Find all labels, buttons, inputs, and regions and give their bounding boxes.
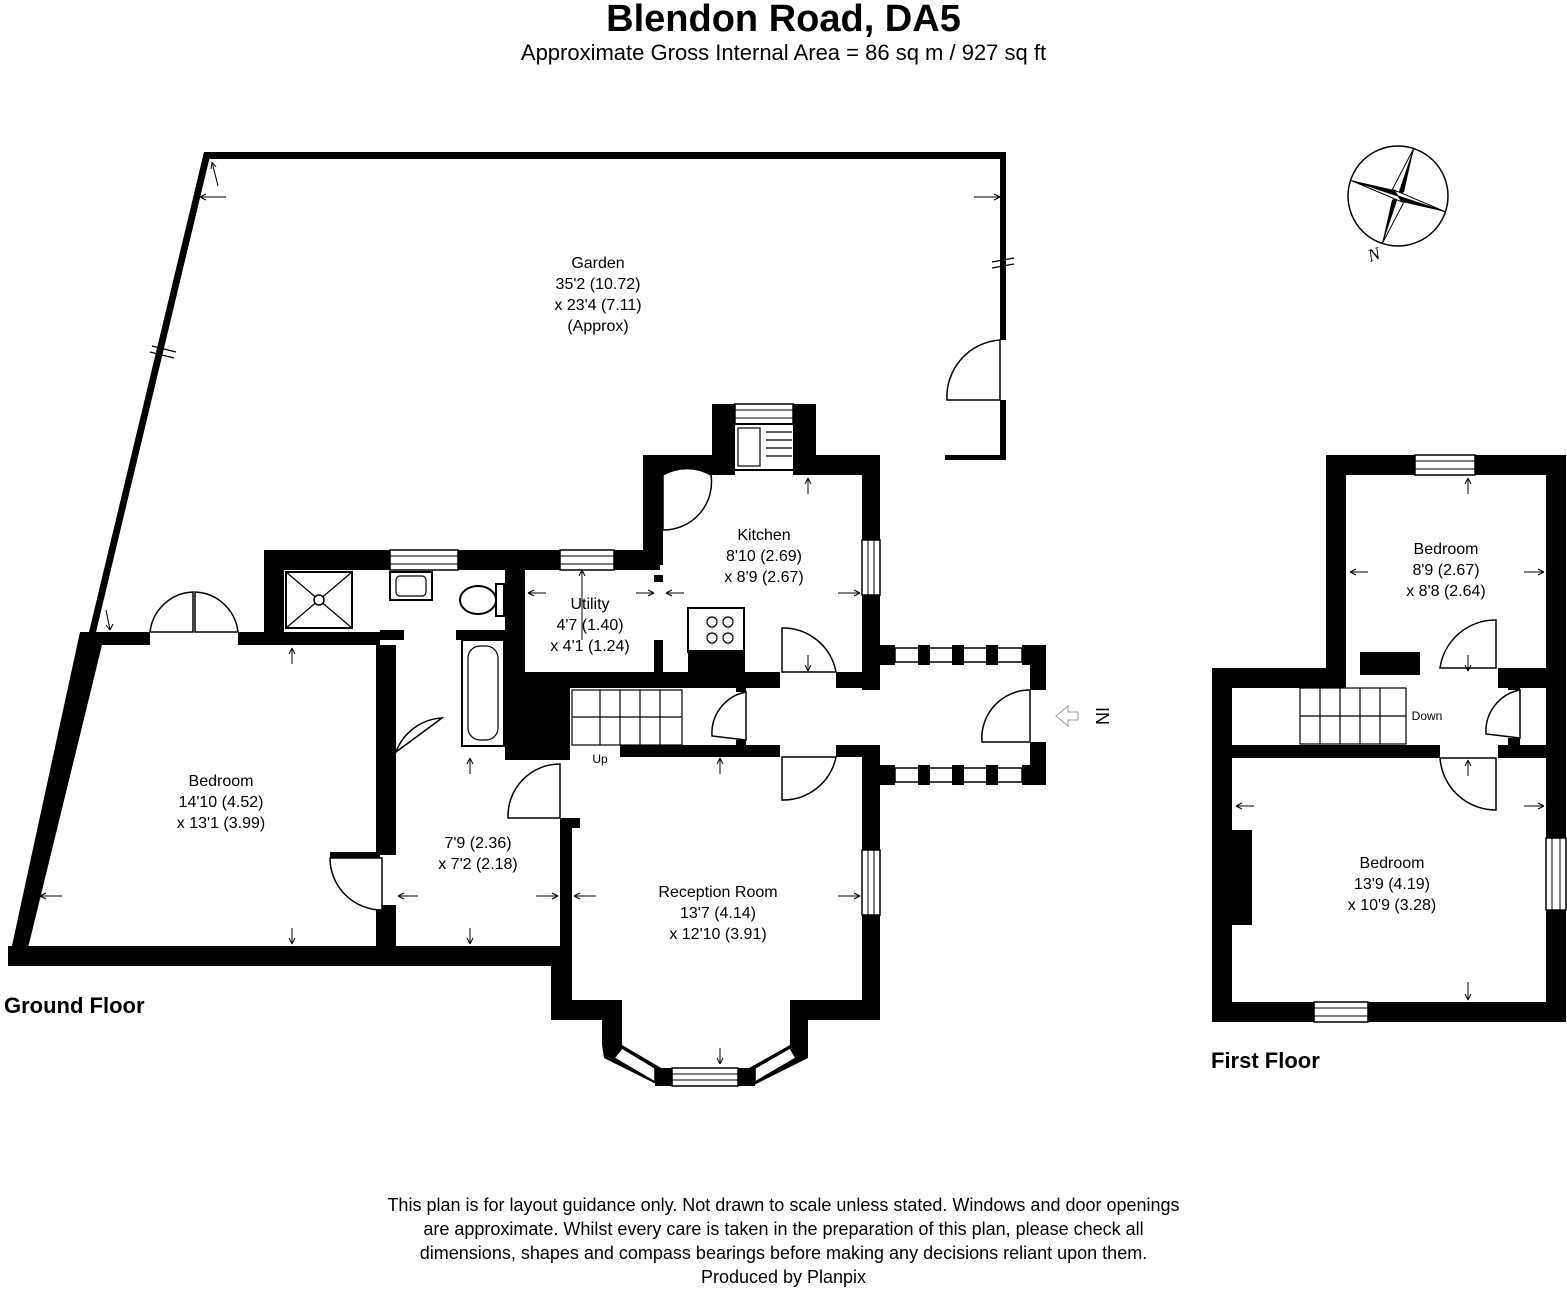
first-small-bedroom-label: Bedroom 8'9 (2.67) x 8'8 (2.64) [1406,541,1486,600]
garden-note: (Approx) [567,318,628,335]
ground-bedroom-name: Bedroom [189,773,254,790]
first-floor-doors-stairs [1299,619,1521,811]
garden-boundary [89,152,1015,632]
first-small-bedroom-dim1: 8'9 (2.67) [1412,562,1479,579]
utility-label: Utility 4'7 (1.40) x 4'1 (1.24) [550,596,630,655]
garden-label: Garden 35'2 (10.72) x 23'4 (7.11) (Appro… [554,255,641,335]
first-large-bedroom-dim1: 13'9 (4.19) [1354,876,1430,893]
first-floor-walls [1212,454,1567,1023]
reception-label: Reception Room 13'7 (4.14) x 12'10 (3.91… [658,884,777,943]
entrance-arrow-icon [1055,704,1079,728]
ground-floor-windows [389,403,1023,1087]
first-small-bedroom-dim2: x 8'8 (2.64) [1406,583,1486,600]
north-label: N [1364,243,1383,266]
utility-dim2: x 4'1 (1.24) [550,638,630,655]
disclaimer-line: dimensions, shapes and compass bearings … [419,1243,1148,1263]
hall-dim1: 7'9 (2.36) [444,835,511,852]
utility-name: Utility [570,596,609,613]
producer-credit: Produced by Planpix [700,1267,867,1287]
first-large-bedroom-label: Bedroom 13'9 (4.19) x 10'9 (3.28) [1348,855,1436,914]
ground-floor-label: Ground Floor [4,993,145,1018]
kitchen-dim1: 8'10 (2.69) [726,548,802,565]
reception-dim1: 13'7 (4.14) [680,905,756,922]
ground-bedroom-dim2: x 13'1 (3.99) [177,815,265,832]
hall-dim2: x 7'2 (2.18) [438,856,518,873]
measurement-arrows [39,477,1545,1065]
kitchen-name: Kitchen [737,527,790,544]
compass-icon [1347,145,1449,247]
first-large-bedroom-dim2: x 10'9 (3.28) [1348,897,1436,914]
kitchen-dim2: x 8'9 (2.67) [724,569,804,586]
first-floor-label: First Floor [1211,1048,1320,1073]
garden-name: Garden [571,255,624,272]
plan-title: Blendon Road, DA5 [606,0,961,40]
stairs-up-label: Up [592,752,608,766]
ground-bedroom-label: Bedroom 14'10 (4.52) x 13'1 (3.99) [177,773,265,832]
hall-label: 7'9 (2.36) x 7'2 (2.18) [438,835,518,873]
garden-dim1: 35'2 (10.72) [556,276,641,293]
plan-subtitle: Approximate Gross Internal Area = 86 sq … [520,40,1047,65]
reception-dim2: x 12'10 (3.91) [669,926,766,943]
first-small-bedroom-name: Bedroom [1414,541,1479,558]
utility-dim1: 4'7 (1.40) [556,617,623,634]
disclaimer-line: This plan is for layout guidance only. N… [387,1195,1180,1215]
ground-floor-doors [149,467,1031,911]
first-large-bedroom-name: Bedroom [1360,855,1425,872]
ground-floor-walls [8,404,1046,1086]
ground-floor-fixtures [285,423,797,747]
reception-name: Reception Room [658,884,777,901]
entrance-label: IN [1092,707,1112,725]
stairs-down-label: Down [1412,709,1443,723]
disclaimer-line: are approximate. Whilst every care is ta… [423,1219,1144,1239]
ground-bedroom-dim1: 14'10 (4.52) [179,794,264,811]
kitchen-label: Kitchen 8'10 (2.69) x 8'9 (2.67) [724,527,804,586]
garden-dim2: x 23'4 (7.11) [554,297,641,314]
disclaimer: This plan is for layout guidance only. N… [0,1193,1567,1289]
